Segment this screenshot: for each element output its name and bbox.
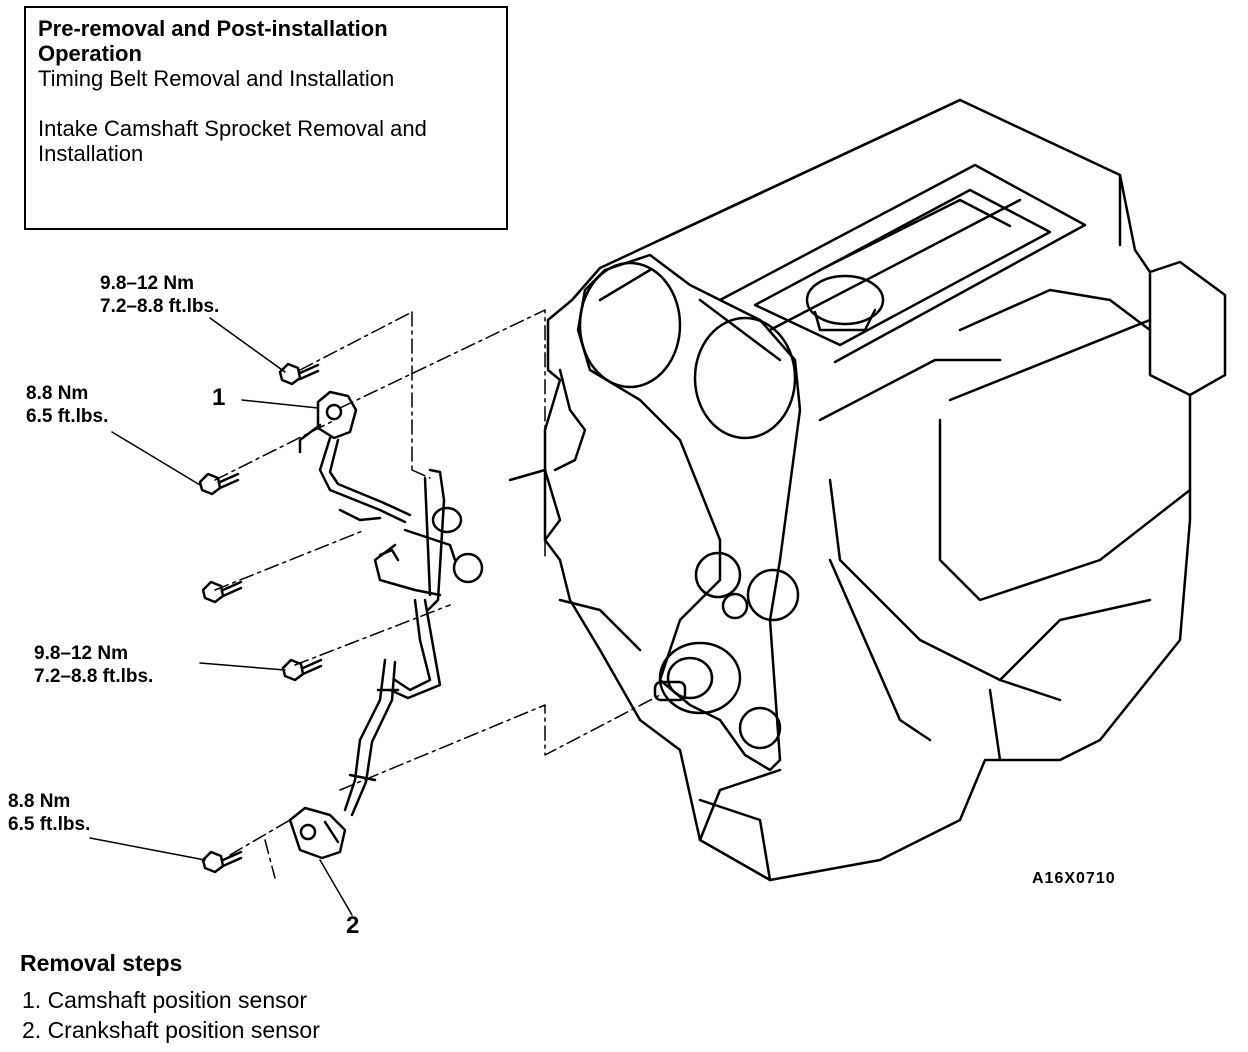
torque-label-2: 8.8 Nm 6.5 ft.lbs. bbox=[26, 382, 108, 428]
removal-step: 1. Camshaft position sensor bbox=[22, 987, 308, 1013]
wiring-harness bbox=[318, 436, 484, 817]
bolt-icon bbox=[201, 580, 243, 604]
figure-code: A16X0710 bbox=[1032, 870, 1116, 887]
alignment-lines bbox=[214, 309, 661, 879]
leader-lines bbox=[89, 317, 353, 916]
torque-nm: 8.8 Nm bbox=[26, 383, 89, 404]
removal-step: 2. Crankshaft position sensor bbox=[22, 1017, 320, 1043]
removal-steps: Removal steps 1. Camshaft position senso… bbox=[20, 950, 320, 1045]
torque-label-4: 8.8 Nm 6.5 ft.lbs. bbox=[8, 790, 90, 836]
note-item: Timing Belt Removal and Installation bbox=[38, 66, 395, 91]
torque-ftlbs: 6.5 ft.lbs. bbox=[26, 406, 109, 427]
timing-belt-assembly bbox=[576, 253, 802, 772]
oil-filler-cap bbox=[805, 274, 885, 326]
engine-block bbox=[508, 98, 1227, 882]
crankshaft-position-sensor bbox=[288, 806, 347, 860]
torque-ftlbs: 6.5 ft.lbs. bbox=[8, 814, 91, 835]
bolt-icon bbox=[201, 850, 243, 874]
callout-2: 2 bbox=[346, 912, 360, 939]
pre-removal-note: Pre-removal and Post-installation Operat… bbox=[24, 6, 508, 230]
removal-steps-heading: Removal steps bbox=[20, 950, 183, 976]
torque-nm: 9.8–12 Nm bbox=[100, 273, 195, 294]
callout-1: 1 bbox=[212, 384, 226, 411]
bolt-icon bbox=[198, 472, 240, 496]
torque-ftlbs: 7.2–8.8 ft.lbs. bbox=[100, 296, 220, 317]
torque-ftlbs: 7.2–8.8 ft.lbs. bbox=[34, 666, 154, 687]
torque-nm: 9.8–12 Nm bbox=[34, 643, 129, 664]
torque-label-1: 9.8–12 Nm 7.2–8.8 ft.lbs. bbox=[100, 272, 219, 318]
bolt-icon bbox=[278, 362, 320, 386]
camshaft-position-sensor bbox=[298, 390, 358, 454]
torque-label-3: 9.8–12 Nm 7.2–8.8 ft.lbs. bbox=[34, 642, 153, 688]
note-item: Intake Camshaft Sprocket Removal and Ins… bbox=[38, 116, 427, 166]
torque-nm: 8.8 Nm bbox=[8, 791, 71, 812]
bolt-icon bbox=[281, 658, 323, 682]
note-title: Pre-removal and Post-installation Operat… bbox=[38, 16, 388, 66]
